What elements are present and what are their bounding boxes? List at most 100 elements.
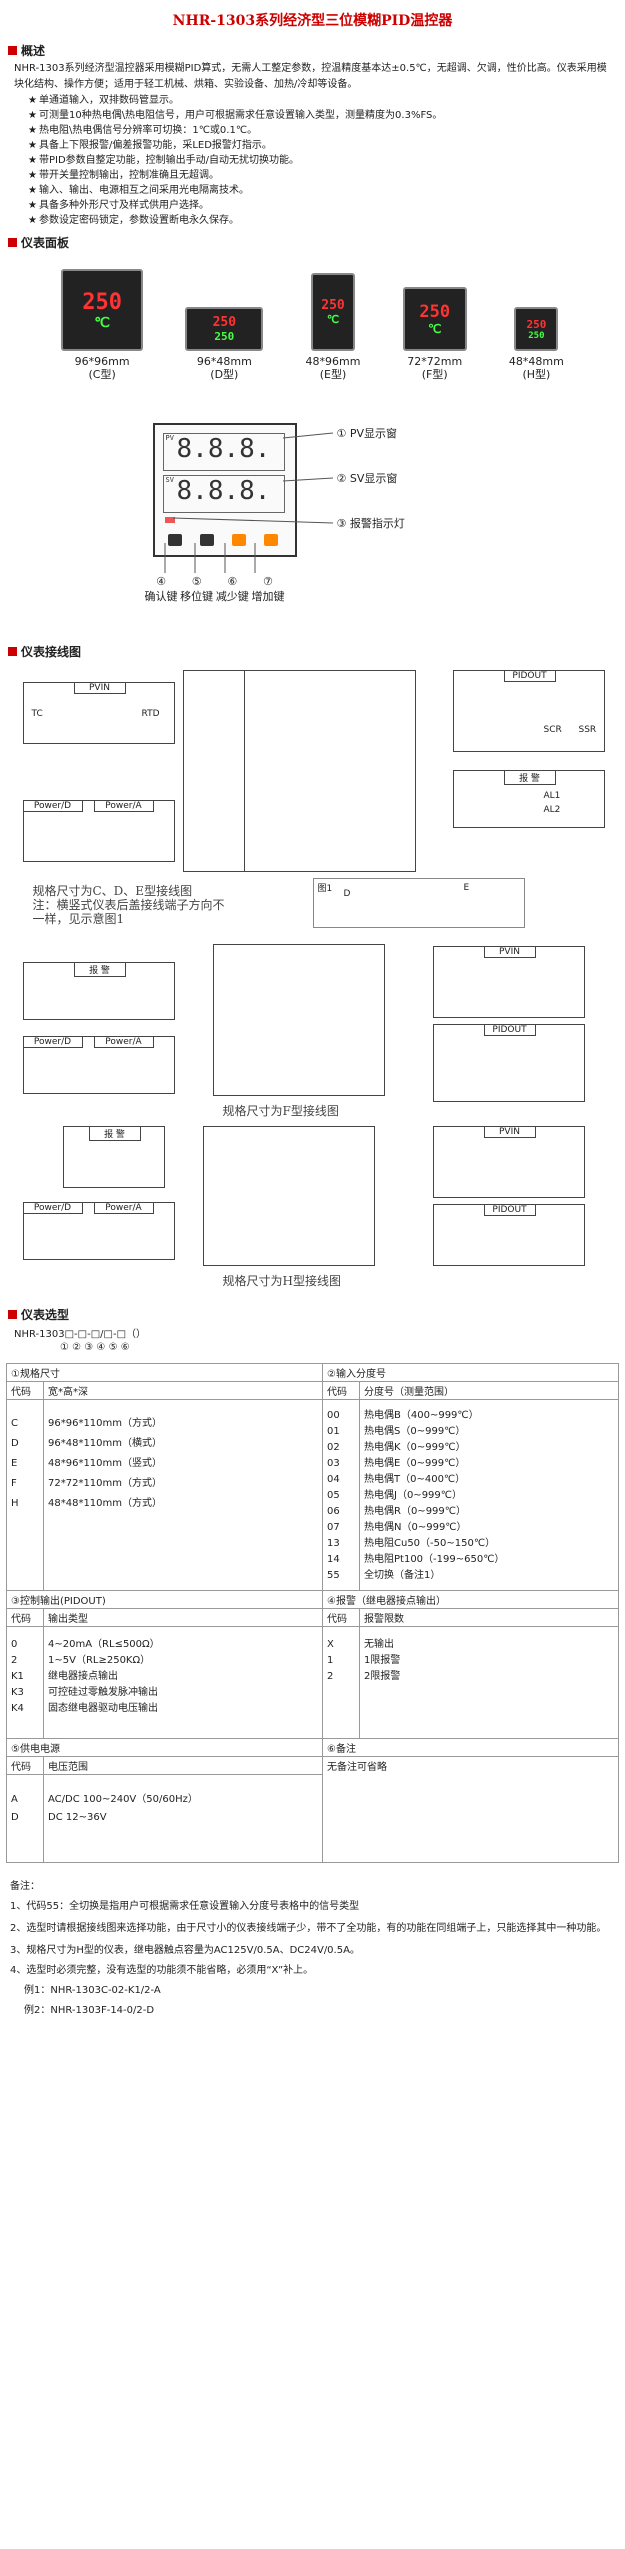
cell: 14 [327,1554,340,1565]
model-nums: ① ② ③ ④ ⑤ ⑥ [60,1342,130,1353]
feature-item: 输入、输出、电源相互之间采用光电隔离技术。 [28,183,611,198]
alarm-led-icon [164,517,175,523]
pidout-label: PIDOUT [503,670,556,682]
pv-tag: PV [165,434,174,442]
down-key-icon[interactable] [231,534,246,546]
remark-cell: 无备注可省略 [322,1756,619,1863]
power-d-label: Power/D [22,800,83,812]
sv-display: ℃ [326,313,340,326]
cell: 07 [327,1522,340,1533]
cell: 热电偶B（400~999℃） [364,1410,479,1421]
pidout-label: PIDOUT [483,1024,536,1036]
section-heading: 仪表选型 [21,1308,70,1322]
feature-item: 可测量10种热电偶\热电阻信号，用户可根据需求任意设置输入类型，测量精度为0.3… [28,108,611,123]
pv-display: 250 [82,289,122,315]
sv-tag: SV [165,476,174,484]
cell: 2限报警 [364,1671,401,1682]
alarm-block-h: 报 警 [62,1126,165,1188]
panel-type: (H型) [522,368,551,381]
table-header: 分度号（测量范围） [359,1381,619,1400]
caption-f: 规格尺寸为F型接线图 [222,1104,339,1118]
cell: D [11,1438,19,1449]
up-key-icon[interactable] [263,534,278,546]
model-code: NHR-1303□-□-□/□-□（） [14,1329,147,1340]
cell: K1 [11,1671,24,1682]
section-overview: 概述 [8,42,617,59]
device-body [244,670,416,872]
cell: 0 [11,1639,18,1650]
callout-alarm: ③ 报警指示灯 [336,517,405,530]
pv-display: 250 [321,298,345,313]
rtd-label: RTD [141,709,160,719]
cell: 1限报警 [364,1655,401,1666]
output-values: 4~20mA（RL≤500Ω）1~5V（RL≥250KΩ）继电器接点输出可控硅过… [43,1626,323,1739]
table-title: ②输入分度号 [322,1363,619,1382]
section-heading: 仪表接线图 [21,645,82,659]
cell: 48*48*110mm（方式） [48,1498,163,1509]
cell: DC 12~36V [48,1812,107,1823]
pvin-label: PVIN [483,946,536,958]
table-header: 输出类型 [43,1608,323,1627]
note-example: 例1：NHR-1303C-02-K1/2-A [24,1985,161,1996]
cell: 热电偶E（0~999℃） [364,1458,466,1469]
cell: 可控硅过零触发脉冲输出 [48,1687,158,1698]
cell: 72*72*110mm（方式） [48,1478,163,1489]
panel-e: 250℃ 48*96mm(E型) [306,273,360,381]
al2-label: AL2 [543,805,561,815]
bullet-square-icon [8,647,17,656]
enter-key-icon[interactable] [167,534,182,546]
panel-label: 96*96mm(C型) [75,355,130,381]
overview-text: NHR-1303系列经济型温控器采用模糊PID算式，无需人工整定参数，控温精度基… [14,61,613,93]
feature-item: 带PID参数自整定功能，控制输出手动/自动无扰切换功能。 [28,153,611,168]
cell: D [11,1812,19,1823]
table-header: 代码 [322,1381,360,1400]
key-num: ④ [156,575,166,588]
table-header: 报警限数 [359,1608,619,1627]
sv-display: ℃ [427,322,442,336]
alarm-label: 报 警 [88,1126,141,1141]
cell: 02 [327,1442,340,1453]
cell: 热电偶J（0~999℃） [364,1490,463,1501]
pv-display: 250 [526,317,547,331]
ssr-label: SSR [578,725,597,735]
sv-digits: 8.8.8. [176,476,271,506]
panel-type: (F型) [421,368,448,381]
panel-size: 72*72mm [407,355,463,368]
sv-display: 250 [528,330,545,341]
panel-label: 72*72mm(F型) [407,355,462,381]
power-a-label: Power/A [93,1036,154,1048]
table-title: ⑤供电电源 [6,1738,323,1757]
table-title: ①规格尺寸 [6,1363,323,1382]
caption-cde: 规格尺寸为C、D、E型接线图 [32,884,193,898]
table-header: 代码 [322,1608,360,1627]
shift-key-icon[interactable] [199,534,214,546]
pv-digits: 8.8.8. [176,434,271,464]
feature-list: 单通道输入，双排数码管显示。 可测量10种热电偶\热电阻信号，用户可根据需求任意… [28,93,611,228]
device-image: 250℃ [61,269,144,351]
callout-pv: ① PV显示窗 [336,427,398,440]
panel-type: (D型) [210,368,239,381]
bullet-square-icon [8,238,17,247]
cell: 96*96*110mm（方式） [48,1418,163,1429]
note-example: 例2：NHR-1303F-14-0/2-D [24,2005,155,2016]
cell: 06 [327,1506,340,1517]
cell: 热电阻Cu50（-50~150℃） [364,1538,496,1549]
table-header: 代码 [6,1756,44,1775]
table-title: ④报警（继电器接点输出） [322,1590,619,1609]
feature-item: 单通道输入，双排数码管显示。 [28,93,611,108]
